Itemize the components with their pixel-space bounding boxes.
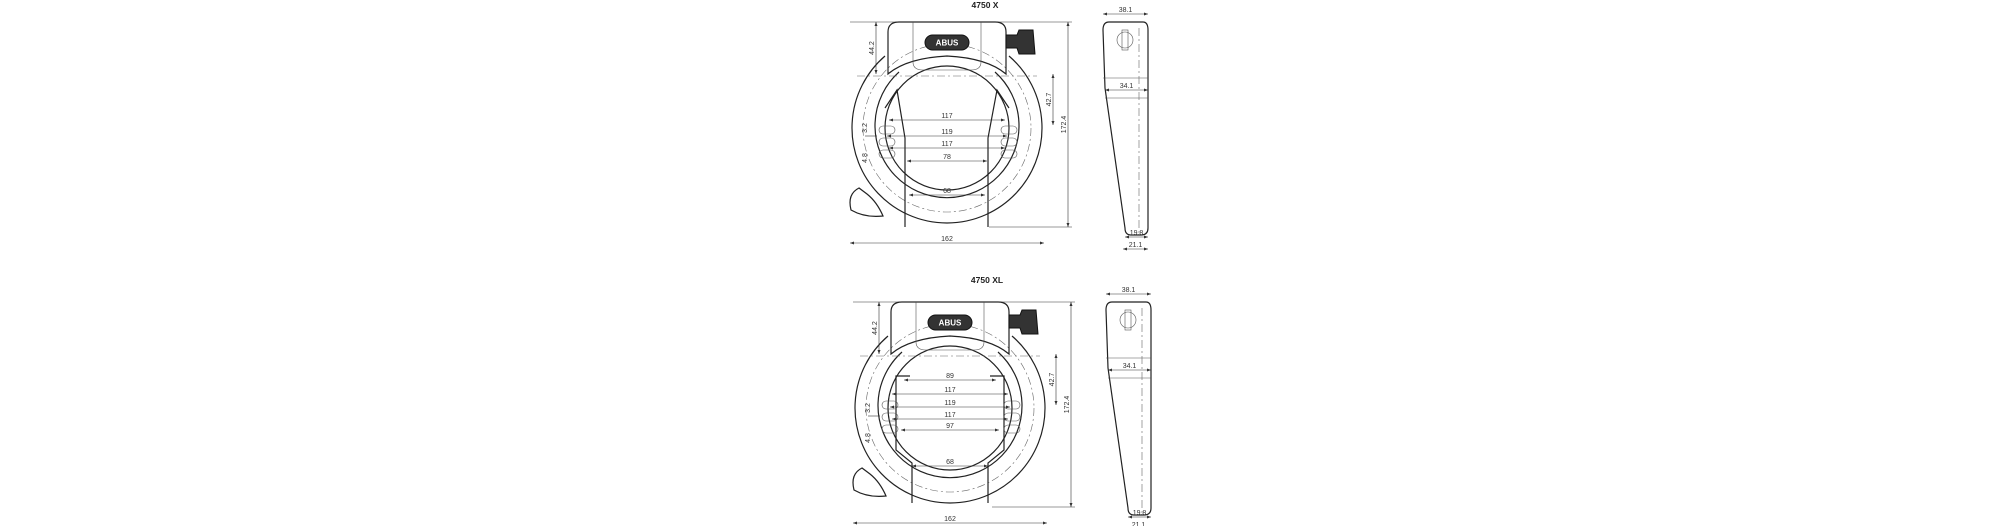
latch-lever	[852, 467, 887, 497]
front-view: ABUS 162 44.2 42.7 172.4 89 117 119 117 97 68 3.2 4.…	[852, 301, 1075, 525]
drawing-4750-x: 4750 X ABUS 162 44.2 42.7 172.4 117 119 117 78 68 3…	[849, 0, 1149, 251]
ring-offset-dim-label: 42.7	[1046, 93, 1053, 107]
abus-logo-badge	[924, 34, 970, 51]
lock-body-head	[890, 301, 1010, 356]
key-icon	[1005, 29, 1036, 55]
side-bottom-outer-dim-label: 21.1	[1129, 242, 1143, 249]
front-view: ABUS 162 44.2 42.7 172.4 117 119 117 78 68 3.2 4.8	[849, 21, 1072, 245]
right-bracket-plate	[987, 88, 1010, 227]
inner-dim-2-label: 119	[944, 400, 955, 407]
mounting-slot	[1003, 400, 1021, 410]
side-view: 38.1 34.1 19.8 21.1	[1105, 287, 1152, 526]
inner-dim-3-label: 78	[943, 154, 951, 161]
side-mid-width-dim-label: 34.1	[1123, 363, 1137, 370]
inner-dim-2-label: 117	[941, 141, 952, 148]
abus-logo-text: ABUS	[939, 319, 962, 328]
mounting-slot	[878, 137, 896, 147]
mounting-slot	[878, 149, 896, 159]
head-recess	[912, 22, 982, 71]
drawing-title: 4750 X	[972, 0, 999, 10]
shackle-inner-edge	[874, 71, 1020, 199]
side-cylinder	[1119, 311, 1137, 329]
mounting-slot	[1000, 149, 1018, 159]
side-mid-width-dim-label: 34.1	[1120, 83, 1134, 90]
slot-width-dim-label: 3.2	[865, 403, 872, 413]
total-height-dim-label: 172.4	[1061, 116, 1068, 134]
shackle-outer-edge	[854, 335, 1046, 504]
side-bottom-inner-dim-label: 19.8	[1133, 510, 1147, 517]
mounting-slot	[1000, 125, 1018, 135]
side-view: 38.1 34.1 19.8 21.1	[1102, 7, 1149, 251]
inner-dim-4-label: 97	[946, 423, 954, 430]
key-icon	[1008, 309, 1039, 335]
abus-logo-text: ABUS	[936, 39, 959, 48]
mounting-slot	[1000, 137, 1018, 147]
side-key-slot	[1121, 29, 1129, 51]
shackle-outer-edge	[851, 55, 1043, 224]
side-key-slot	[1124, 309, 1132, 331]
mounting-slot	[881, 424, 899, 434]
width-dim-label: 162	[941, 236, 953, 243]
head-height-dim-label: 44.2	[869, 41, 876, 55]
shackle-inner-edge	[877, 351, 1023, 479]
latch-lever	[849, 187, 884, 217]
left-bracket-plate	[884, 88, 906, 227]
slot-width-dim-label: 3.2	[862, 123, 869, 133]
mounting-slot	[1003, 412, 1021, 422]
side-top-width-dim-label: 38.1	[1122, 287, 1136, 294]
side-bottom-outer-dim-label: 21.1	[1132, 522, 1146, 526]
side-cylinder	[1116, 31, 1134, 49]
mounting-slot	[881, 412, 899, 422]
inner-dim-0-label: 117	[941, 113, 952, 120]
lock-body-head	[887, 21, 1007, 76]
inner-dim-1-label: 117	[944, 387, 955, 394]
inner-dim-1-label: 119	[941, 129, 952, 136]
side-bottom-inner-dim-label: 19.8	[1130, 230, 1144, 237]
ring-offset-dim-label: 42.7	[1049, 373, 1056, 387]
opening-dim-label: 68	[943, 188, 951, 195]
left-bracket-plate	[895, 375, 913, 503]
frame-opening	[887, 345, 1013, 471]
abus-logo-badge	[927, 314, 973, 331]
mounting-slot	[1003, 424, 1021, 434]
slot-gap-dim-label: 4.8	[865, 433, 872, 443]
mounting-slot	[881, 400, 899, 410]
side-top-width-dim-label: 38.1	[1119, 7, 1133, 14]
total-height-dim-label: 172.4	[1064, 396, 1071, 414]
head-height-dim-label: 44.2	[872, 321, 879, 335]
right-bracket-plate	[987, 375, 1005, 503]
drawing-title: 4750 XL	[971, 275, 1003, 285]
frame-opening	[884, 65, 1010, 191]
slot-gap-dim-label: 4.8	[862, 153, 869, 163]
side-profile	[1102, 21, 1149, 236]
inner-dim-3-label: 117	[944, 412, 955, 419]
inner-dim-0-label: 89	[946, 373, 954, 380]
mounting-slot	[878, 125, 896, 135]
width-dim-label: 162	[944, 516, 956, 523]
head-recess	[915, 302, 985, 351]
opening-dim-label: 68	[946, 459, 954, 466]
side-profile	[1105, 301, 1152, 516]
drawing-4750-xl: 4750 XL ABUS 162 44.2 42.7 172.4 89 117 119 117 97…	[852, 275, 1152, 526]
